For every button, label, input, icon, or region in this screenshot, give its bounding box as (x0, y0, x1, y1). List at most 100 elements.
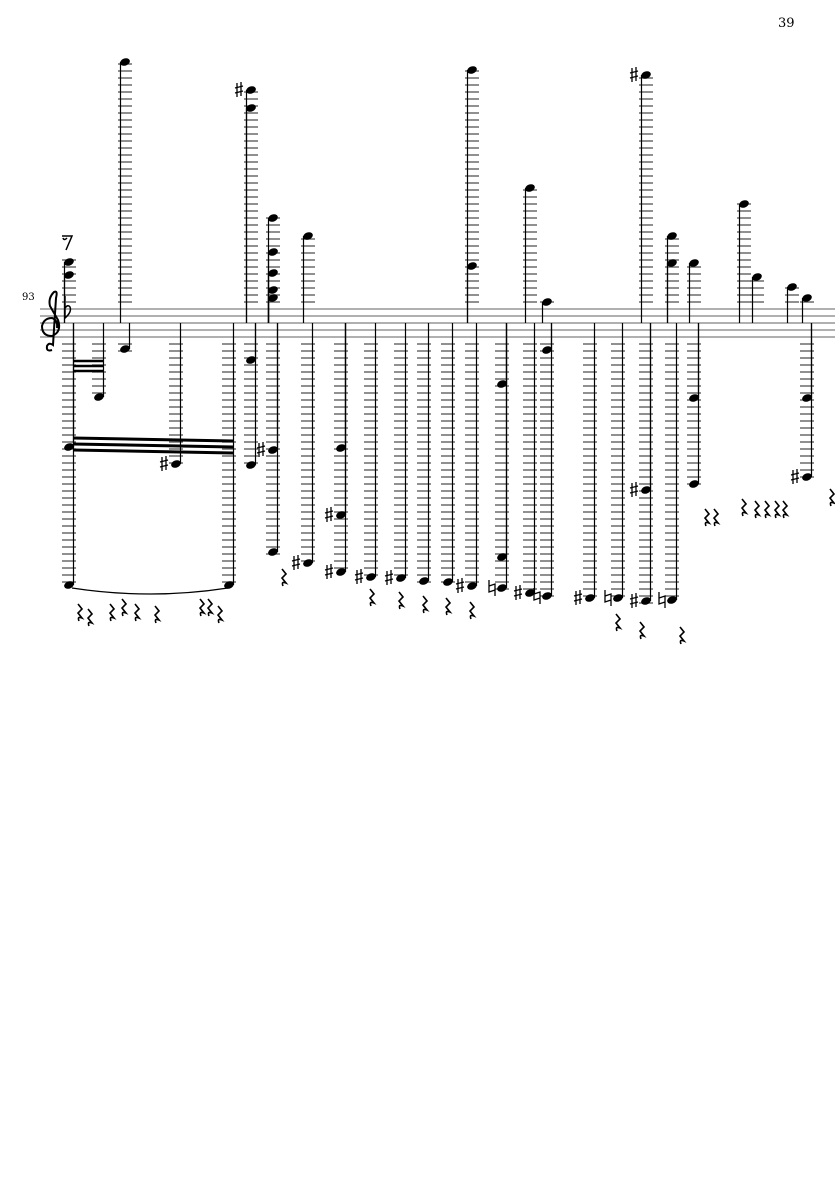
note-column (790, 294, 814, 484)
note-head (542, 346, 552, 354)
note-head (443, 578, 453, 586)
note-head (224, 581, 234, 589)
quarter-rest-icon (120, 598, 129, 617)
note-column (750, 273, 764, 323)
quarter-rest-icon (614, 613, 623, 632)
note-head (641, 71, 651, 79)
note-column (291, 232, 315, 570)
quarter-rest-icon (280, 568, 289, 587)
sharp-icon (234, 82, 244, 97)
sharp-icon (629, 67, 639, 82)
note-head (336, 444, 346, 452)
quarter-rest-icon (781, 500, 790, 519)
note-head (268, 248, 278, 256)
note-column (687, 259, 701, 488)
quarter-rest-icon (828, 488, 835, 507)
note-head (497, 584, 507, 592)
measure-number: 93 (22, 292, 35, 303)
note-head (64, 581, 74, 589)
note-column (324, 323, 348, 579)
quarter-rest-icon (763, 500, 772, 519)
quarter-rest-icon (773, 500, 782, 519)
note-head (613, 594, 623, 602)
quarter-rest-icon (703, 508, 712, 527)
quarter-rest-icon (133, 603, 142, 622)
beam (72, 442, 234, 449)
quarter-rest-icon (397, 591, 406, 610)
quarter-rest-icon (206, 598, 215, 617)
sharp-icon (291, 555, 301, 570)
note-head (689, 480, 699, 488)
staff-lines (40, 308, 835, 338)
note-head (497, 553, 507, 561)
natural-icon (658, 592, 666, 608)
note-head (268, 548, 278, 556)
natural-icon (533, 588, 541, 604)
note-head (467, 66, 477, 74)
sharp-icon (256, 442, 266, 457)
note-head (396, 574, 406, 582)
note-head (525, 184, 535, 192)
eighth-rest-icon (62, 235, 74, 251)
note-head (689, 394, 699, 402)
note-head (497, 380, 507, 388)
note-head (739, 200, 749, 208)
sharp-icon (455, 578, 465, 593)
note-head (120, 58, 130, 66)
note-column (455, 66, 479, 593)
note-column (737, 200, 751, 323)
quarter-rest-icon (368, 588, 377, 607)
note-head (120, 345, 130, 353)
note-column (604, 323, 625, 606)
note-head (94, 393, 104, 401)
note-head (787, 283, 797, 291)
quarter-rest-icon (198, 598, 207, 617)
sharp-icon (324, 507, 334, 522)
note-head (336, 568, 346, 576)
note-head (246, 86, 256, 94)
quarter-rest-icon (108, 603, 117, 622)
flat-icon (64, 296, 72, 320)
quarter-rest-icon (444, 597, 453, 616)
sharp-icon (629, 482, 639, 497)
note-head (268, 446, 278, 454)
note-head (268, 286, 278, 294)
note-head (268, 214, 278, 222)
note-head (641, 486, 651, 494)
quarter-rest-icon (712, 508, 721, 527)
note-column (92, 323, 106, 401)
tie (71, 587, 229, 595)
quarter-rest-icon (468, 601, 477, 620)
sharp-icon (324, 564, 334, 579)
quarter-rest-icon (740, 498, 749, 517)
note-head (64, 443, 74, 451)
note-column (222, 323, 236, 589)
note-head (802, 473, 812, 481)
note-column (441, 323, 455, 586)
note-head (667, 259, 677, 267)
sharp-icon (573, 590, 583, 605)
note-head (667, 596, 677, 604)
note-head (467, 582, 477, 590)
note-column (513, 184, 537, 600)
note-head (667, 232, 677, 240)
note-column (573, 323, 597, 605)
note-head (366, 573, 376, 581)
note-head (64, 271, 74, 279)
sharp-icon (790, 469, 800, 484)
note-column (417, 323, 431, 585)
sharp-icon (513, 585, 523, 600)
note-head (171, 460, 181, 468)
note-head (268, 294, 278, 302)
note-column (533, 298, 554, 604)
treble-clef-icon (40, 290, 61, 352)
note-column (234, 82, 258, 469)
note-column (629, 67, 653, 608)
note-head (525, 589, 535, 597)
note-head (752, 273, 762, 281)
note-head (303, 232, 313, 240)
note-head (303, 559, 313, 567)
note-head (64, 258, 74, 266)
note-column (658, 232, 679, 608)
